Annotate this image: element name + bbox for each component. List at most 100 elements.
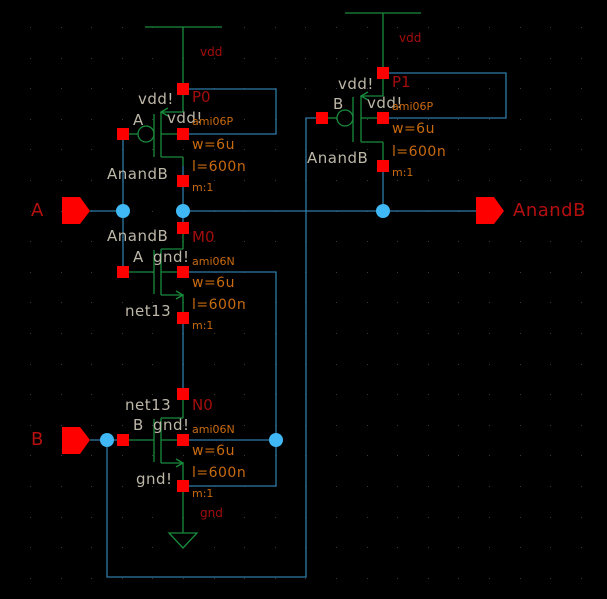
grid-dot — [30, 517, 31, 518]
wire-P1-bulk[interactable] — [383, 72, 507, 119]
grid-dot — [397, 27, 398, 28]
grid-dot — [428, 149, 429, 150]
grid-dot — [183, 119, 184, 120]
grid-dot — [428, 425, 429, 426]
P0-gate-net: A — [133, 111, 144, 129]
pin-A-icon[interactable] — [62, 197, 90, 224]
grid-dot — [244, 119, 245, 120]
terminal-N0-source[interactable] — [177, 480, 189, 492]
grid-dot — [91, 455, 92, 456]
grid-dot — [214, 119, 215, 120]
terminal-M0-gate[interactable] — [117, 266, 129, 278]
grid-dot — [152, 119, 153, 120]
grid-dot — [520, 364, 521, 365]
grid-dot — [458, 119, 459, 120]
grid-dot — [152, 333, 153, 334]
grid-dot — [30, 547, 31, 548]
grid-dot — [91, 578, 92, 579]
terminal-P0-bulk[interactable] — [177, 128, 189, 140]
terminal-P1-drain[interactable] — [377, 160, 389, 172]
wire-P0-bulk[interactable] — [183, 88, 277, 135]
grid-dot — [244, 180, 245, 181]
grid-dot — [30, 180, 31, 181]
grid-dot — [520, 211, 521, 212]
grid-dot — [305, 58, 306, 59]
grid-dot — [458, 486, 459, 487]
pin-B-icon[interactable] — [62, 427, 90, 454]
grid-dot — [397, 578, 398, 579]
grid-dot — [520, 394, 521, 395]
grid-dot — [428, 272, 429, 273]
grid-dot — [152, 241, 153, 242]
grid-dot — [428, 241, 429, 242]
grid-dot — [336, 27, 337, 28]
terminal-M0-drain[interactable] — [177, 222, 189, 234]
grid-dot — [458, 333, 459, 334]
grid-dot — [91, 241, 92, 242]
grid-dot — [458, 547, 459, 548]
grid-dot — [336, 241, 337, 242]
P1-drain-net: AnandB — [307, 149, 369, 167]
grid-dot — [30, 119, 31, 120]
wire-B-loop[interactable] — [106, 117, 322, 578]
grid-dot — [336, 272, 337, 273]
grid-dot — [214, 547, 215, 548]
P0-drain-net: AnandB — [107, 165, 169, 183]
terminal-M0-source[interactable] — [177, 312, 189, 324]
grid-dot — [244, 547, 245, 548]
grid-dot — [91, 302, 92, 303]
grid-dot — [458, 364, 459, 365]
terminal-P1-bulk[interactable] — [377, 112, 389, 124]
junction-AnandB-right — [376, 204, 390, 218]
grid-dot — [489, 27, 490, 28]
grid-dot — [214, 455, 215, 456]
grid-dot — [275, 58, 276, 59]
P0-model: ami06P — [192, 115, 234, 128]
terminal-P1-source[interactable] — [377, 67, 389, 79]
grid-dot — [550, 364, 551, 365]
grid-dot — [152, 425, 153, 426]
terminal-P1-gate[interactable] — [316, 112, 328, 124]
grid-dot — [581, 333, 582, 334]
grid-dot — [91, 88, 92, 89]
grid-dot — [367, 455, 368, 456]
grid-dot — [458, 302, 459, 303]
grid-dot — [244, 302, 245, 303]
grid-dot — [244, 578, 245, 579]
grid-dot — [520, 241, 521, 242]
grid-dot — [30, 211, 31, 212]
grid-dot — [428, 578, 429, 579]
grid-dot — [581, 119, 582, 120]
grid-dot — [91, 119, 92, 120]
grid-dot — [520, 149, 521, 150]
grid-dot — [244, 364, 245, 365]
grid-dot — [458, 58, 459, 59]
terminal-P0-gate[interactable] — [117, 128, 129, 140]
grid-dot — [367, 272, 368, 273]
grid-dot — [581, 27, 582, 28]
terminal-P0-drain[interactable] — [177, 175, 189, 187]
grid-dot — [581, 302, 582, 303]
grid-dot — [122, 455, 123, 456]
terminal-N0-bulk[interactable] — [177, 434, 189, 446]
grid-dot — [367, 486, 368, 487]
terminal-N0-drain[interactable] — [177, 388, 189, 400]
grid-dot — [458, 149, 459, 150]
grid-dot — [244, 333, 245, 334]
grid-dot — [581, 547, 582, 548]
wire-N0-source-to-bulk[interactable] — [183, 440, 277, 487]
grid-dot — [550, 180, 551, 181]
terminal-P0-source[interactable] — [177, 83, 189, 95]
grid-dot — [428, 364, 429, 365]
terminal-M0-bulk[interactable] — [177, 266, 189, 278]
terminal-N0-gate[interactable] — [117, 434, 129, 446]
pin-AnandB-icon[interactable] — [476, 197, 504, 224]
pin-label-A: A — [31, 200, 44, 221]
devices — [128, 12, 421, 549]
P0-bulk-net: vdd! — [167, 109, 203, 127]
grid-dot — [489, 180, 490, 181]
wire-M0-bulk[interactable] — [183, 271, 277, 440]
grid-dot — [336, 302, 337, 303]
grid-dot — [61, 364, 62, 365]
